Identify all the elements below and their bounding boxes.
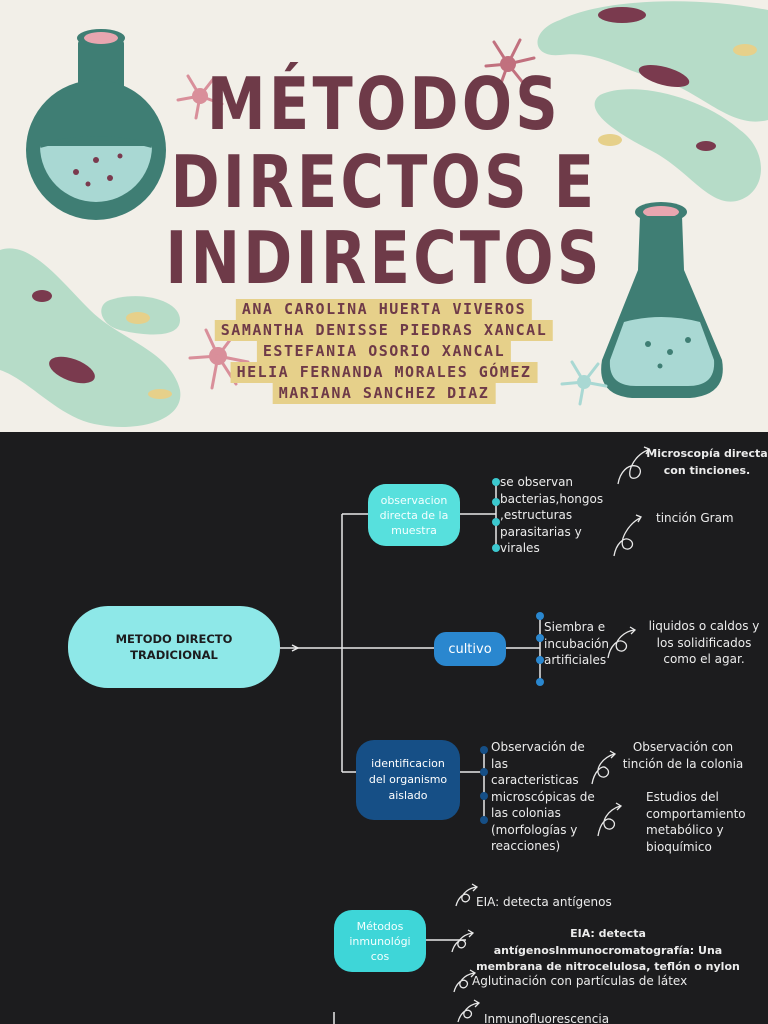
title-line-2: DIRECTOS E — [170, 140, 598, 224]
curly-arrow-icon — [451, 446, 650, 1023]
node-observacion: observacion directa de la muestra — [368, 484, 460, 546]
inmuno-item: Aglutinación con partículas de látex — [472, 974, 688, 988]
round-flask-icon — [26, 29, 166, 220]
author-name: HELIA FERNANDA MORALES GÓMEZ — [230, 362, 538, 383]
connector-lines — [280, 446, 650, 1024]
title-line-3: INDIRECTOS — [165, 216, 603, 300]
title-line-1: MÉTODOS — [206, 62, 562, 146]
author-name: ESTEFANIA OSORIO XANCAL — [256, 341, 512, 362]
neuron-icon — [560, 360, 608, 406]
author-name: ANA CAROLINA HUERTA VIVEROS — [235, 299, 533, 320]
detail-cultivo: Siembra e incubación artificiales — [544, 620, 609, 667]
note-gram: tinción Gram — [656, 511, 734, 525]
neuron-icon — [176, 74, 224, 120]
blob-shape-bottom-left — [0, 248, 181, 427]
detail-identificacion: Observación de las caracteristicas micro… — [491, 740, 595, 853]
inmuno-item: EIA: detecta antígenos — [476, 895, 612, 909]
node-cultivo-label: cultivo — [448, 641, 492, 657]
note-obs-colonia: Observación con tinción de la colonia — [622, 740, 744, 771]
node-identificacion: identificacion del organismo aislado — [356, 740, 460, 820]
author-name: MARIANA SANCHEZ DIAZ — [272, 383, 496, 404]
node-cultivo: cultivo — [434, 632, 506, 666]
inmuno-item: Inmunofluorescencia — [484, 1012, 610, 1024]
root-node: METODO DIRECTO TRADICIONAL — [68, 606, 280, 688]
concept-map: METODO DIRECTO TRADICIONAL observacion d… — [0, 432, 768, 1024]
author-name: SAMANTHA DENISSE PIEDRAS XANCAL — [214, 320, 554, 341]
node-inmuno: Métodos inmunológi cos — [334, 910, 426, 972]
node-observacion-label: observacion directa de la muestra — [379, 493, 449, 537]
erlenmeyer-flask-icon — [601, 202, 723, 398]
neuron-icon — [484, 38, 536, 88]
inmuno-item: EIA: detecta antígenosInmunocromatografí… — [476, 927, 740, 973]
node-identificacion-label: identificacion del organismo aislado — [368, 757, 448, 802]
note-estudios: Estudios del comportamiento metabólico y… — [646, 790, 746, 854]
cover-section: MÉTODOS DIRECTOS E INDIRECTOS ANA CAROLI… — [0, 0, 768, 432]
node-inmuno-label: Métodos inmunológi cos — [349, 919, 411, 963]
detail-observacion: se observan bacterias,hongos ,estructura… — [500, 475, 604, 555]
root-node-label: METODO DIRECTO TRADICIONAL — [115, 632, 233, 662]
cover-decorations — [0, 1, 768, 427]
blob-shape-top-right — [537, 1, 768, 202]
note-microscopia: Microscopía directa con tinciones. — [646, 447, 768, 477]
note-liquidos: liquidos o caldos y los solidificados co… — [648, 619, 760, 666]
